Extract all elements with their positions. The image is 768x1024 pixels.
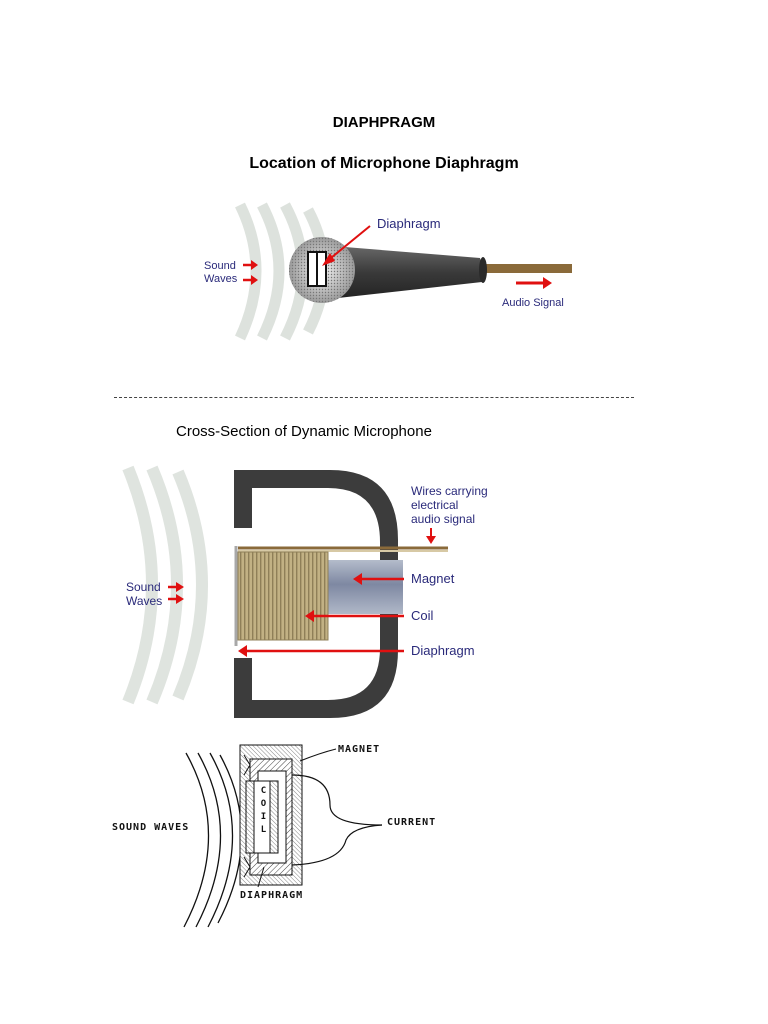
- sound-waves-label-2: Sound Waves: [126, 580, 162, 608]
- magnet-label: Magnet: [411, 571, 455, 586]
- microphone-location-diagram: [235, 202, 572, 341]
- wires-label-line2: electrical: [411, 498, 459, 512]
- sound-waves-label-1: Sound Waves: [204, 260, 237, 286]
- coil-letter-o: O: [260, 799, 268, 809]
- coil: [238, 552, 328, 640]
- coil-arrow: [305, 610, 404, 622]
- coil-letter-l: L: [260, 825, 268, 835]
- diaphragm-pointer-arrow: [322, 225, 371, 266]
- coil-letter-c: C: [260, 786, 268, 796]
- housing: [234, 470, 398, 718]
- sound-label-2: Sound: [126, 580, 161, 594]
- diaphragm-label-2: Diaphragm: [411, 643, 475, 658]
- current-lead-1: [291, 774, 383, 826]
- waves-label-2: Waves: [126, 594, 163, 608]
- cable: [478, 264, 572, 273]
- current-lead-2: [291, 824, 383, 866]
- wires-label-line1: Wires carrying: [411, 484, 488, 498]
- sound-waves-label-3: SOUND WAVES: [112, 822, 190, 833]
- coil-label: Coil: [411, 608, 434, 623]
- magnet: [325, 560, 403, 614]
- sound-waves-arrows-1: [243, 260, 258, 285]
- diaphragm-arrow-2: [238, 645, 404, 657]
- wires-label: Wires carrying electrical audio signal: [411, 484, 488, 526]
- sound-wave-lines: [183, 752, 243, 928]
- line-art-diagram: [183, 744, 383, 928]
- sound-waves-arrows-2: [168, 582, 184, 604]
- diaphragm-label-3: DIAPHRAGM: [240, 890, 304, 901]
- page-title: DIAPHPRAGM: [332, 114, 436, 131]
- sound-label-1: Sound: [204, 260, 236, 272]
- magnet-label-3: MAGNET: [338, 744, 381, 755]
- coil-letter-i: I: [260, 812, 268, 822]
- waves-label-1: Waves: [204, 273, 238, 285]
- wire: [238, 546, 448, 552]
- coil-letters: C O I L: [258, 785, 270, 837]
- figure1-title: Location of Microphone Diaphragm: [249, 155, 519, 172]
- wires-label-line3: audio signal: [411, 512, 476, 526]
- audio-signal-arrow: [516, 277, 552, 289]
- coil-post: [253, 780, 271, 854]
- diaphragm-label: Diaphragm: [377, 216, 441, 231]
- wires-arrow: [426, 528, 436, 544]
- magnet-arrow: [353, 573, 404, 585]
- audio-signal-label: Audio Signal: [502, 297, 564, 309]
- microphone-body: [320, 245, 484, 300]
- cross-section-diagram: [122, 465, 448, 718]
- section-divider: [114, 397, 634, 398]
- current-label: CURRENT: [387, 817, 437, 828]
- figure2-title: Cross-Section of Dynamic Microphone: [176, 423, 432, 440]
